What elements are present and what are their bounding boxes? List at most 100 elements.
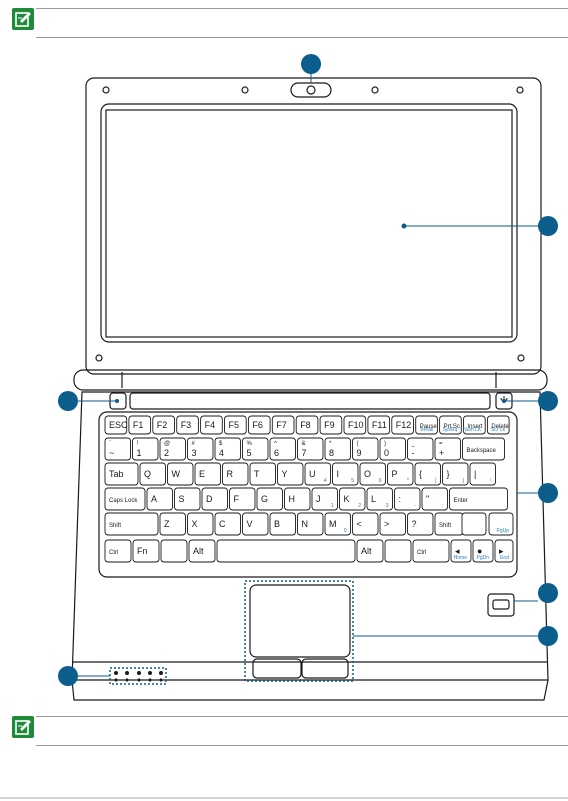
svg-text:F5: F5 (229, 420, 240, 430)
keyboard-key: {[ (414, 462, 441, 486)
keyboard-key: J1 (311, 487, 338, 511)
keyboard-key: (9 (352, 437, 379, 461)
svg-text:4: 4 (219, 448, 224, 458)
keyboard-key: F2 (152, 415, 175, 435)
svg-text:End: End (500, 555, 509, 561)
keyboard-key: Alt (356, 539, 384, 563)
keyboard-key (216, 539, 356, 563)
svg-text:|: | (474, 469, 476, 479)
note-divider (36, 745, 568, 746)
svg-text:Insert: Insert (468, 424, 483, 430)
keyboard-key: F5 (224, 415, 247, 435)
keyboard-key: N (297, 512, 324, 536)
keyboard-key: Q (139, 462, 166, 486)
keyboard-key: F10 (343, 415, 367, 435)
svg-text:F2: F2 (157, 420, 168, 430)
keyboard-key: A (146, 487, 173, 511)
svg-text:6: 6 (274, 448, 279, 458)
svg-text:F: F (234, 494, 240, 504)
svg-text:A: A (151, 494, 157, 504)
svg-text:\: \ (490, 478, 492, 484)
svg-text:#: # (192, 441, 196, 447)
svg-text:●: ● (477, 546, 482, 556)
svg-text:PgDn: PgDn (476, 555, 489, 561)
svg-text:P: P (392, 469, 398, 479)
keyboard-key: )0 (379, 437, 406, 461)
svg-text:T: T (254, 469, 260, 479)
keyboard-key: > (379, 512, 406, 536)
svg-text:Q: Q (144, 469, 151, 479)
svg-text:O: O (364, 469, 371, 479)
note-divider (36, 8, 568, 9)
svg-text:Backspace: Backspace (467, 448, 497, 454)
svg-text:F4: F4 (205, 420, 216, 430)
svg-text:[: [ (435, 478, 437, 484)
keyboard-key: :- (394, 487, 421, 511)
keyboard-key: C (214, 512, 241, 536)
keyboard-key (160, 539, 188, 563)
keyboard-key: B (269, 512, 296, 536)
svg-text:_: _ (411, 441, 416, 447)
keyboard-key: G (256, 487, 283, 511)
svg-text:◂: ◂ (455, 546, 460, 556)
keyboard-key: D (201, 487, 228, 511)
svg-text:F12: F12 (396, 420, 412, 430)
svg-text:B: B (274, 519, 280, 529)
svg-text:+: + (439, 448, 444, 458)
svg-text:Prt Sc: Prt Sc (444, 424, 460, 430)
svg-text:=: = (439, 441, 443, 447)
svg-text:F9: F9 (324, 420, 335, 430)
keyboard-key: V (242, 512, 269, 536)
svg-text:-: - (412, 448, 415, 458)
keyboard-key: ◂Home (450, 539, 472, 563)
keyboard-key: *8 (324, 437, 351, 461)
svg-text:3: 3 (192, 448, 197, 458)
svg-text:2: 2 (164, 448, 169, 458)
svg-text:!: ! (137, 441, 139, 447)
note-icon (12, 716, 34, 738)
keyboard-key: F12 (391, 415, 414, 435)
svg-text:Z: Z (164, 519, 170, 529)
svg-text:Home: Home (454, 555, 468, 561)
keyboard-key: Backspace (462, 437, 505, 461)
keyboard-callout (538, 483, 558, 503)
svg-text:]: ] (463, 478, 465, 484)
svg-text:`: ` (109, 441, 111, 447)
keyboard-key: F3 (176, 415, 199, 435)
svg-text:;: ; (442, 503, 443, 509)
note-divider (36, 37, 568, 38)
keyboard-key: "; (421, 487, 448, 511)
keyboard-key: PgUp (488, 512, 514, 536)
keyboard-key: Shift (104, 512, 159, 536)
keyboard-key: S (174, 487, 201, 511)
keyboard-key: ^6 (269, 437, 296, 461)
keyboard-key: ESC (104, 415, 128, 435)
svg-text:G: G (261, 494, 268, 504)
svg-text:?: ? (412, 519, 417, 529)
keyboard-key: _- (407, 437, 434, 461)
indicators-callout (58, 666, 78, 686)
svg-text:Enter: Enter (454, 498, 468, 504)
keyboard-key: F6 (247, 415, 271, 435)
note-divider (36, 716, 568, 717)
svg-text:F8: F8 (300, 420, 311, 430)
svg-text:9: 9 (357, 448, 362, 458)
svg-text:F10: F10 (348, 420, 364, 430)
keyboard-key: Caps Lock (104, 487, 146, 511)
keyboard-key: !1 (132, 437, 159, 461)
keyboard-key: T (249, 462, 276, 486)
svg-text:SysRq: SysRq (443, 427, 458, 433)
svg-text:0: 0 (344, 528, 347, 534)
svg-text:5: 5 (247, 448, 252, 458)
keyboard-key: Ctrl (412, 539, 450, 563)
keyboard-key: W (167, 462, 194, 486)
display-callout (538, 216, 558, 236)
svg-text:*: * (407, 478, 409, 484)
svg-text:Num LK: Num LK (463, 427, 482, 433)
svg-text:Caps Lock: Caps Lock (109, 498, 138, 504)
keyboard-key: F (229, 487, 256, 511)
keyboard-key: E (194, 462, 221, 486)
